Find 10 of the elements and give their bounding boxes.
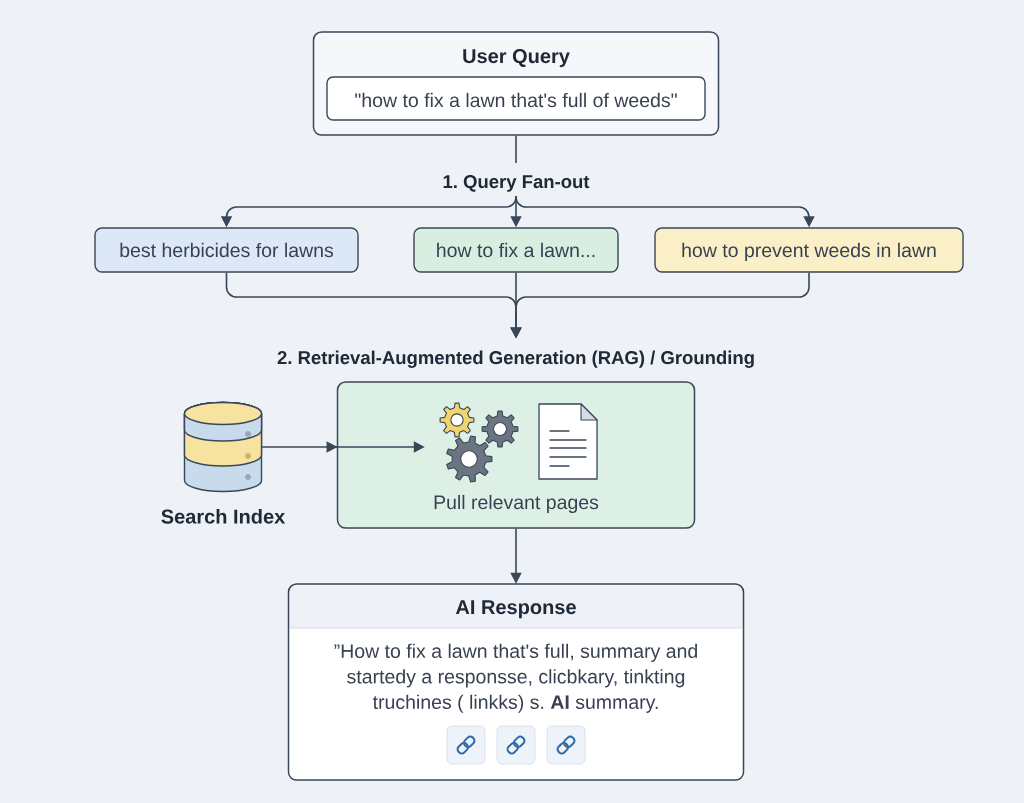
stage-heading: 1. Query Fan-out	[443, 175, 590, 192]
sub-query-box: how to fix a lawn...	[413, 227, 619, 273]
query-field: "how to fix a lawn that's full of weeds"	[326, 76, 706, 121]
connector-line	[515, 134, 517, 164]
stage-heading: 2. Retrieval-Augmented Generation (RAG) / Grounding	[277, 350, 754, 368]
sub-query-box: best herbicides for lawns	[94, 227, 359, 273]
sub-query-box: how to prevent weeds in lawn	[654, 227, 964, 273]
node-caption: Search Index	[161, 509, 286, 524]
gears-icon	[439, 402, 519, 483]
response-text: ”How to fix a lawn that's full, summary and startedy a responsse, clicbkary, tinkting truchines ( linkks) s. AI summary.	[334, 643, 697, 713]
